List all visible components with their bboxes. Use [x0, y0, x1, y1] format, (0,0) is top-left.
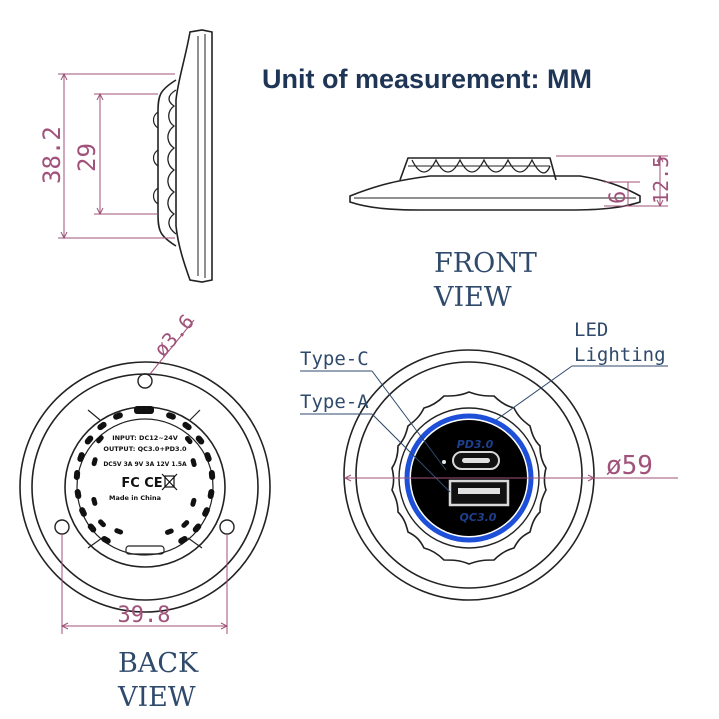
back-vent-slots [73, 412, 216, 544]
side-profile-horizontal [349, 157, 641, 211]
callout-led-line1: LED [574, 319, 608, 341]
diagram-title: Unit of measurement: MM [262, 64, 592, 94]
dim-side-lines [556, 154, 668, 208]
back-clip-top [134, 406, 154, 414]
callout-type-a: Type-A [300, 391, 369, 413]
dim-outer-diameter-lines [343, 474, 678, 482]
dim-hole-spacing: 39.8 [118, 603, 171, 628]
callout-led-line2: Lighting [574, 344, 666, 366]
indicator-light [442, 460, 446, 464]
back-clip-bottom [125, 545, 165, 555]
back-label-origin: Made in China [109, 494, 161, 502]
callout-type-c: Type-C [300, 348, 369, 370]
front-view [343, 349, 595, 601]
callout-leaders [300, 365, 668, 493]
dim-side-base: 6 [606, 191, 631, 204]
mount-hole-top [137, 373, 153, 389]
weee-bin-icon [161, 473, 178, 491]
mount-hole-right [219, 519, 235, 535]
dim-outer-diameter: ø59 [606, 451, 653, 481]
back-view-label-line2: VIEW [117, 682, 196, 713]
dim-outer-height: 38.2 [38, 126, 66, 184]
back-label-input: INPUT: DC12~24V [112, 434, 178, 442]
front-view-scalloped-ring [391, 391, 547, 565]
type-c-port-tongue [462, 458, 490, 463]
type-a-port-tongue [458, 488, 500, 494]
back-view [19, 361, 271, 613]
front-view-label-line1: FRONT [434, 248, 537, 279]
back-view-label-line1: BACK [118, 648, 199, 679]
back-label-marks: FC CE [121, 476, 162, 491]
side-profile-vertical [152, 29, 213, 283]
dim-hole-diameter: ø3.6 [149, 309, 199, 361]
back-label-spec: DC5V 3A 9V 3A 12V 1.5A [103, 461, 187, 468]
back-label-output: OUTPUT: QC3.0+PD3.0 [103, 445, 187, 453]
dim-inner-height: 29 [73, 143, 101, 172]
dim-outer-height-lines [58, 72, 175, 240]
dim-side-height: 12.5 [649, 156, 673, 204]
mount-hole-left [54, 519, 70, 535]
dim-hole-spacing-lines [60, 534, 229, 634]
dim-inner-height-lines [94, 92, 158, 216]
port-label-qc: QC3.0 [460, 511, 497, 524]
port-label-pd: PD3.0 [457, 438, 494, 451]
dim-hole-leader [149, 319, 195, 375]
front-view-label-line2: VIEW [433, 282, 512, 313]
